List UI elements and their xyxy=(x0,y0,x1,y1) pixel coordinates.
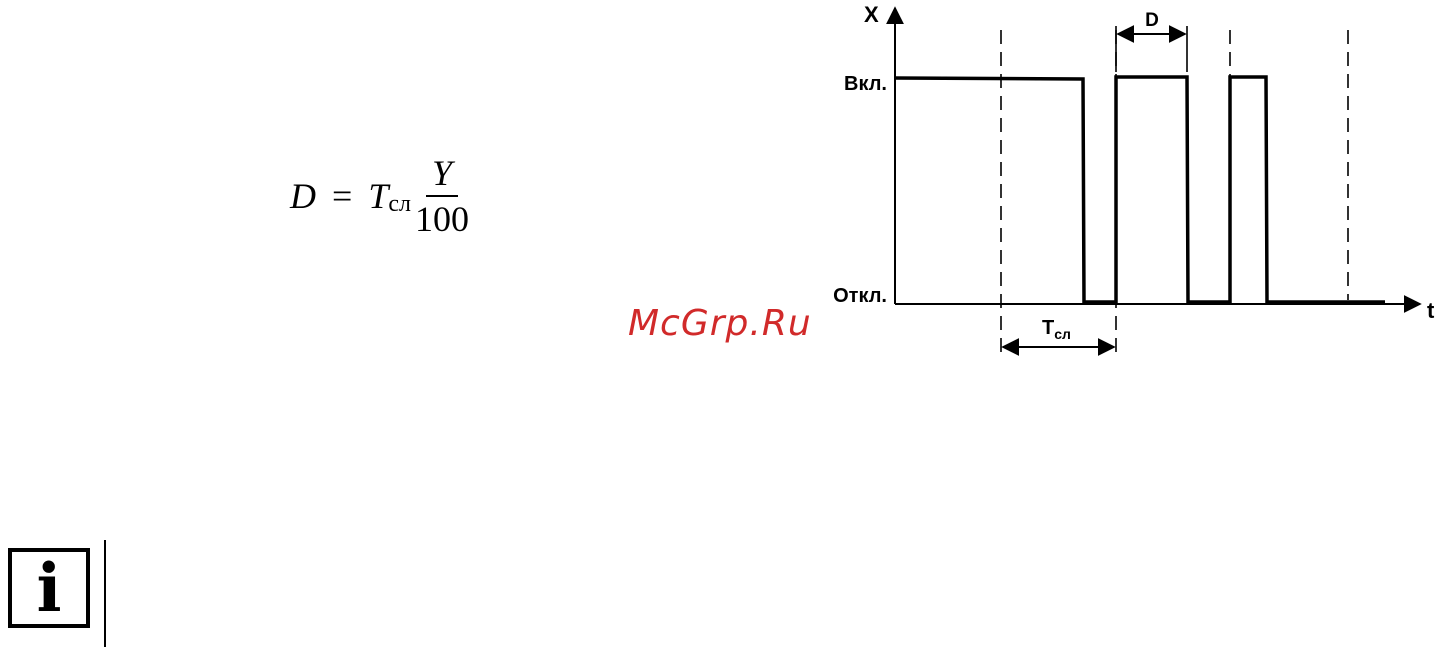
x-axis-label: t xyxy=(1427,298,1435,323)
period-label-main: Т xyxy=(1042,317,1054,339)
watermark: McGrp.Ru xyxy=(628,303,812,344)
period-label-sub: сл xyxy=(1054,326,1071,342)
info-icon: i xyxy=(8,548,90,628)
pulse-width-label: D xyxy=(1145,10,1159,31)
period-dimension: Тсл xyxy=(1003,317,1114,347)
pulse-width-dimension: D xyxy=(1116,10,1187,72)
period-label: Тсл xyxy=(1042,317,1071,342)
pulse-waveform xyxy=(895,77,1385,302)
info-icon-glyph: i xyxy=(36,555,61,621)
level-off-label: Откл. xyxy=(833,285,887,307)
level-on-label: Вкл. xyxy=(844,73,887,95)
info-divider xyxy=(104,540,106,647)
y-axis-label: X xyxy=(864,2,879,27)
